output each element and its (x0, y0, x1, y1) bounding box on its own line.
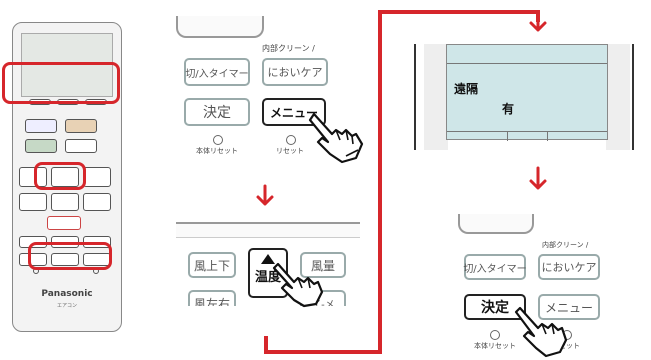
remote-key[interactable] (65, 119, 97, 133)
remote-key[interactable] (83, 167, 111, 187)
connector-line (264, 350, 382, 354)
lcd-divider (507, 131, 508, 141)
highlight-button (34, 162, 86, 190)
enter-button[interactable]: 決定 (464, 294, 526, 320)
reset-main-label: 本体リセット (196, 147, 238, 155)
pointing-hand-icon (272, 262, 324, 308)
timer-button[interactable]: 切/入タイマー (463, 254, 527, 280)
remote-control: Panasonic エアコン (12, 22, 122, 332)
pointing-hand-icon (308, 112, 364, 164)
remote-key[interactable] (65, 139, 97, 153)
up-triangle-icon (261, 254, 275, 264)
panel-screen: 遠隔 有 (410, 44, 638, 150)
screen-remote-label: 遠隔 (454, 82, 479, 96)
menu-button[interactable]: メニュー (538, 294, 600, 320)
remote-key[interactable] (83, 193, 111, 211)
remote-sub: エアコン (56, 303, 77, 309)
remote-key[interactable] (47, 216, 81, 230)
lcd-divider (447, 131, 607, 132)
remote-brand: Panasonic (41, 289, 93, 299)
remote-key[interactable] (51, 193, 79, 211)
screen-on-label: 有 (502, 102, 515, 116)
wind-volume-button[interactable]: 風量 (300, 252, 346, 278)
temp-label: 温度 (254, 270, 281, 285)
remote-lcd (21, 33, 113, 97)
enter-button[interactable]: 決定 (184, 98, 250, 126)
frame-line (632, 44, 634, 150)
remote-key[interactable] (25, 139, 57, 153)
panel-temperature: 風上下 温度 風量 風左右 イ-メ (176, 222, 360, 306)
frame-side (424, 44, 448, 150)
reset-label: リセット (276, 147, 304, 155)
label-internal-clean: 内部クリーン / (542, 241, 589, 249)
reset-main-label: 本体リセット (474, 342, 516, 350)
pointing-hand-icon (514, 306, 568, 358)
lcd-divider (547, 131, 548, 141)
down-arrow-icon (529, 166, 547, 190)
timer-button[interactable]: 切/入タイマー (184, 58, 250, 86)
down-arrow-icon (529, 12, 547, 32)
panel-edge (176, 16, 264, 38)
panel-enter: 内部クリーン / 切/入タイマー においケア 決定 メニュー 本体リセット リセ… (458, 214, 618, 360)
reset-main-hole (213, 135, 223, 145)
remote-key[interactable] (51, 253, 79, 266)
panel-edge (176, 222, 360, 238)
reset-label: リセット (552, 342, 580, 350)
remote-key[interactable] (25, 119, 57, 133)
frame-side (606, 44, 630, 150)
temp-button[interactable]: 温度 (248, 248, 288, 298)
panel-menu: 内部クリーン / 切/入タイマー においケア 決定 メニュー 本体リセット リセ… (176, 16, 366, 166)
down-arrow-icon (256, 184, 274, 206)
care-button[interactable]: においケア (262, 58, 328, 86)
lcd-divider (447, 63, 607, 64)
connector-line (378, 10, 540, 14)
care-button[interactable]: においケア (538, 254, 600, 280)
label-internal-clean: 内部クリーン / (262, 44, 315, 53)
reset-main-hole (490, 330, 500, 340)
wind-lr-button[interactable]: 風左右 (188, 290, 236, 306)
connector-line (264, 336, 268, 354)
highlight-row (28, 242, 112, 270)
remote-key[interactable] (19, 193, 47, 211)
reset-hole (286, 135, 296, 145)
wind-updown-button[interactable]: 風上下 (188, 252, 236, 278)
connector-line (378, 10, 382, 354)
frame-line (414, 44, 416, 150)
highlight-lcd (2, 62, 120, 104)
remote-key[interactable] (51, 167, 79, 187)
lcd-screen (446, 44, 608, 141)
panel-edge (458, 214, 534, 234)
